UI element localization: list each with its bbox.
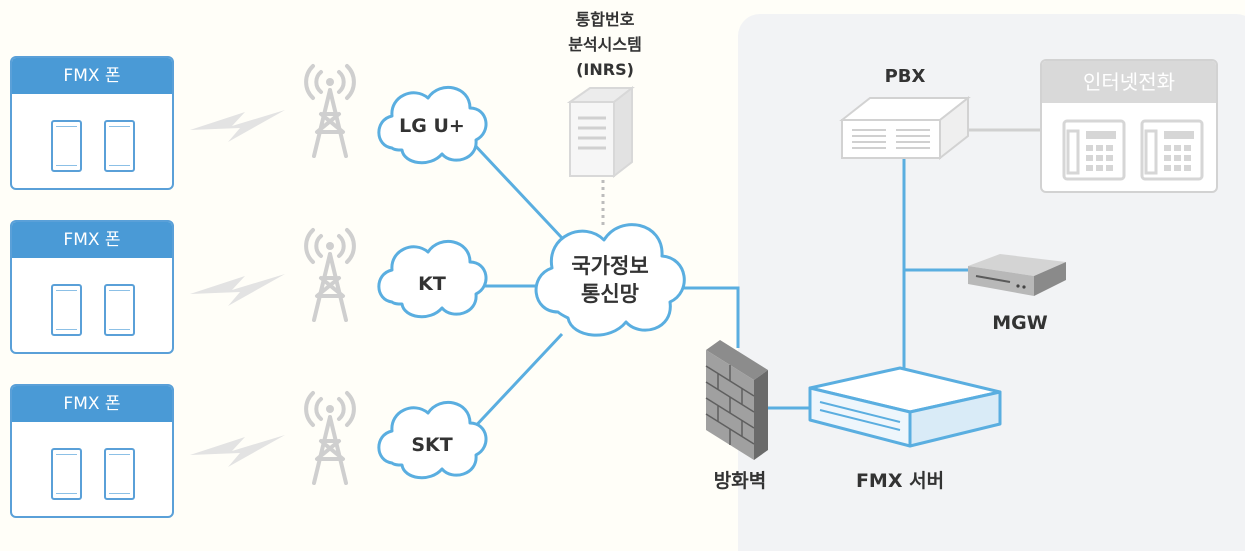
carrier-label-kt: KT: [418, 273, 446, 295]
firewall-icon: [705, 340, 768, 460]
fmx-phone-label: FMX 폰: [12, 386, 172, 422]
internet-phone-group: 인터넷전화: [1040, 59, 1218, 193]
link-skt-national: [468, 332, 564, 434]
national-network-label: 국가정보 통신망: [540, 252, 680, 308]
fmx-phone-group: FMX 폰: [10, 56, 174, 190]
cloud-icon-kt: [377, 240, 488, 319]
cell-tower-icon: [304, 228, 356, 322]
lightning-icon: [190, 110, 285, 142]
carrier-label-lgu: LG U+: [399, 115, 465, 137]
fmx-server-icon: [808, 366, 1002, 448]
national-network-line1: 국가정보: [571, 254, 649, 278]
cloud-icon-skt: [377, 401, 488, 480]
inrs-line2: 분석시스템: [568, 35, 642, 54]
mgw-icon: [968, 254, 1066, 296]
inrs-line3: (INRS): [576, 60, 634, 79]
pbx-icon: [839, 95, 971, 161]
smartphone-icon: [51, 120, 82, 172]
link-lgu-national: [468, 138, 564, 240]
smartphone-icon: [51, 284, 82, 336]
inrs-line1: 통합번호: [575, 10, 635, 29]
connection-lines: [468, 138, 968, 434]
fmx-phone-label: FMX 폰: [12, 58, 172, 94]
pbx-label: PBX: [884, 66, 926, 87]
internet-phone-label: 인터넷전화: [1042, 61, 1216, 103]
cloud-icon-national: [534, 223, 686, 337]
inrs-label: 통합번호 분석시스템 (INRS): [540, 7, 670, 82]
wireless-bolts: [190, 110, 285, 467]
lightning-icon: [190, 435, 285, 467]
desk-phone-icon: [1062, 119, 1204, 181]
cell-tower-icon: [304, 64, 356, 158]
smartphone-icon: [104, 448, 135, 500]
link-national-firewall: [660, 286, 740, 348]
carrier-label-skt: SKT: [411, 434, 453, 456]
fmx-server-label: FMX 서버: [855, 470, 945, 492]
inrs-server-icon: [566, 85, 635, 179]
fmx-phone-group: FMX 폰: [10, 220, 174, 354]
fmx-phone-group: FMX 폰: [10, 384, 174, 518]
smartphone-icon: [104, 120, 135, 172]
lightning-icon: [190, 274, 285, 306]
national-network-line2: 통신망: [581, 282, 639, 306]
smartphone-icon: [51, 448, 82, 500]
firewall-label: 방화벽: [713, 470, 767, 492]
cell-towers: [304, 64, 356, 485]
mgw-label: MGW: [992, 312, 1048, 334]
cell-tower-icon: [304, 391, 356, 485]
cloud-icon-lgu: [377, 86, 488, 165]
smartphone-icon: [104, 284, 135, 336]
carrier-clouds: [377, 86, 686, 480]
fmx-phone-label: FMX 폰: [12, 222, 172, 258]
